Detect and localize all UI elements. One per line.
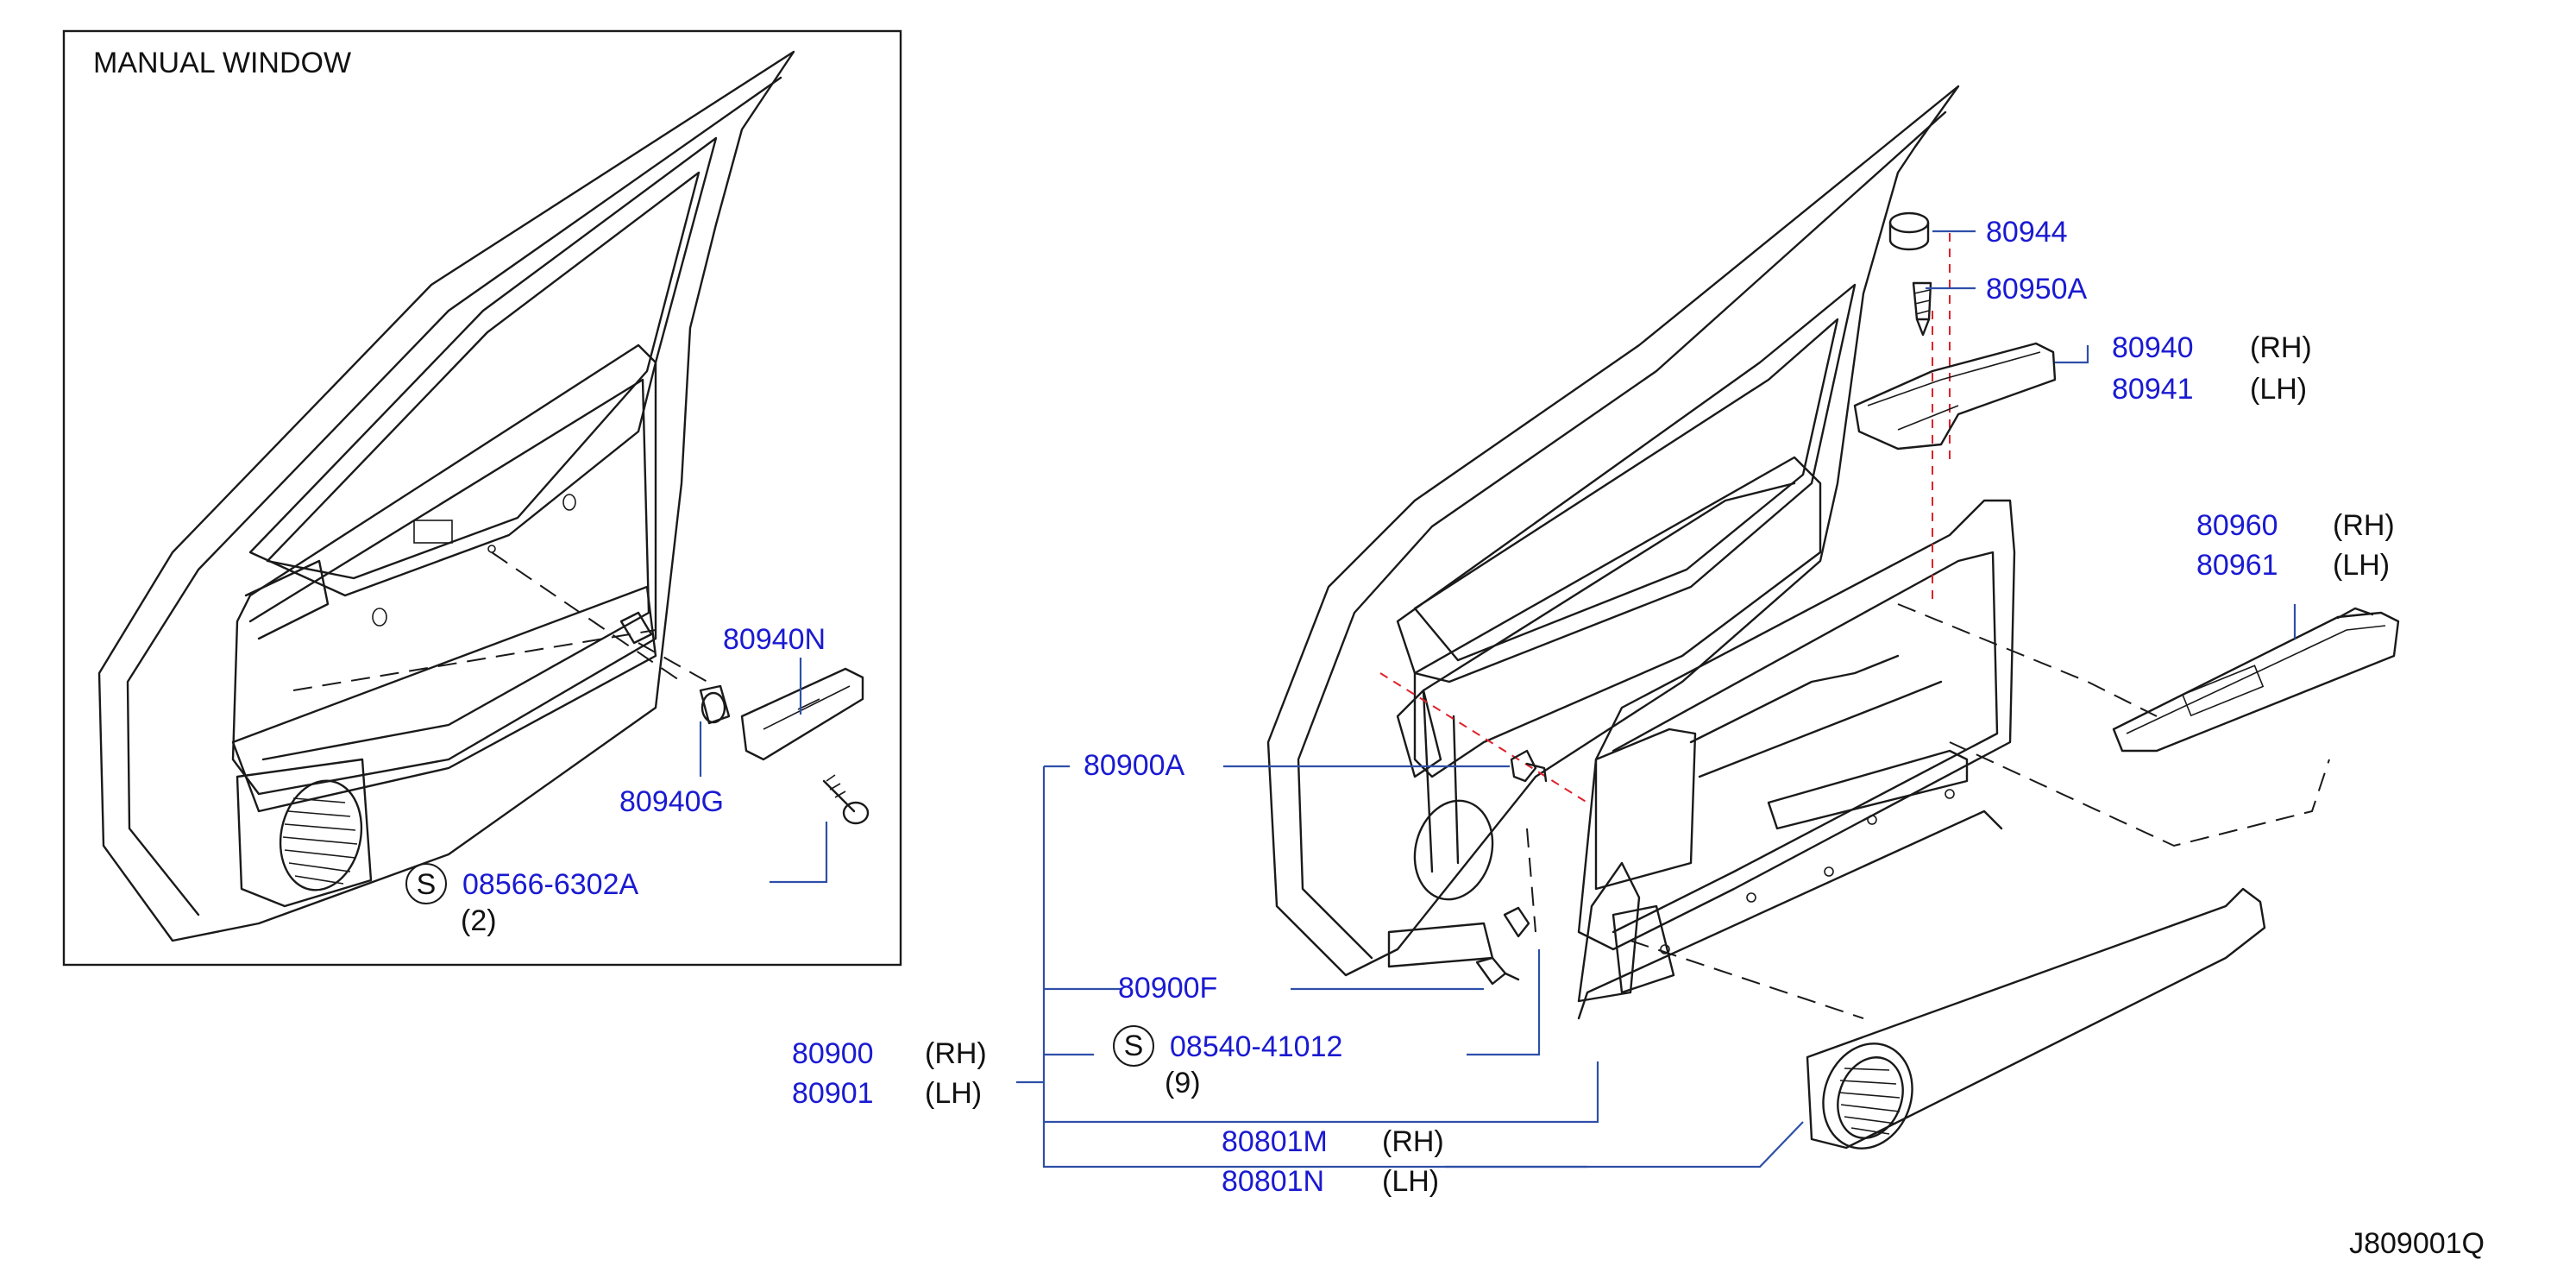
label-08566-6302A: 08566-6302A xyxy=(462,868,639,901)
finisher-80940 xyxy=(1853,342,2057,450)
label-inset-qty: (2) xyxy=(461,904,497,937)
label-80900-side: (RH) xyxy=(925,1037,987,1070)
inset-frame xyxy=(62,29,902,967)
inset-screw-symbol: S xyxy=(417,868,437,901)
label-screw-qty: (9) xyxy=(1165,1067,1201,1099)
inset-clip-80940G xyxy=(699,684,731,725)
label-80900: 80900 xyxy=(792,1037,874,1070)
speaker-finisher-80801 xyxy=(1806,887,2266,1150)
label-80900A: 80900A xyxy=(1084,749,1185,782)
door-frame-illustration xyxy=(1266,85,1960,977)
clip-80900A xyxy=(1510,749,1548,783)
label-80950A: 80950A xyxy=(1986,273,2088,306)
label-80944: 80944 xyxy=(1986,216,2068,249)
label-80940-side: (RH) xyxy=(2250,331,2312,364)
label-08540-41012: 08540-41012 xyxy=(1170,1030,1342,1063)
label-80801M-side: (RH) xyxy=(1382,1125,1444,1158)
inset-escutcheon-80940N xyxy=(740,667,864,761)
label-80960: 80960 xyxy=(2196,509,2278,542)
switch-finisher-80960 xyxy=(2112,607,2400,753)
label-80960-side: (RH) xyxy=(2333,509,2395,542)
screw-symbol-circle-main xyxy=(1113,1025,1154,1067)
door-trim-panel-80900 xyxy=(1577,499,2016,1020)
label-80801N: 80801N xyxy=(1222,1165,1324,1198)
inset-screw xyxy=(822,774,870,825)
label-80901: 80901 xyxy=(792,1077,874,1110)
label-80940G: 80940G xyxy=(619,785,724,818)
inset-door-frame-illustration xyxy=(97,50,795,942)
leader-lines xyxy=(1016,230,2296,1168)
inset-title: MANUAL WINDOW xyxy=(93,47,351,79)
label-80901-side: (LH) xyxy=(925,1077,982,1110)
label-80941-side: (LH) xyxy=(2250,373,2307,406)
screw-symbol: S xyxy=(1124,1030,1144,1062)
drawing-id: J809001Q xyxy=(2349,1227,2485,1260)
label-80961: 80961 xyxy=(2196,549,2278,582)
clip-80900F xyxy=(1475,906,1530,986)
label-80941: 80941 xyxy=(2112,373,2194,406)
label-80900F: 80900F xyxy=(1118,972,1217,1005)
label-80961-side: (LH) xyxy=(2333,549,2390,582)
label-80940: 80940 xyxy=(2112,331,2194,364)
cap-80944 xyxy=(1888,211,1930,251)
screw-symbol-circle xyxy=(405,863,447,904)
label-80940N: 80940N xyxy=(723,623,826,656)
inset-manual-window: MANUAL WINDOW xyxy=(62,29,902,967)
screw-80950A xyxy=(1912,281,1932,337)
label-80801N-side: (LH) xyxy=(1382,1165,1439,1198)
label-80801M: 80801M xyxy=(1222,1125,1328,1158)
